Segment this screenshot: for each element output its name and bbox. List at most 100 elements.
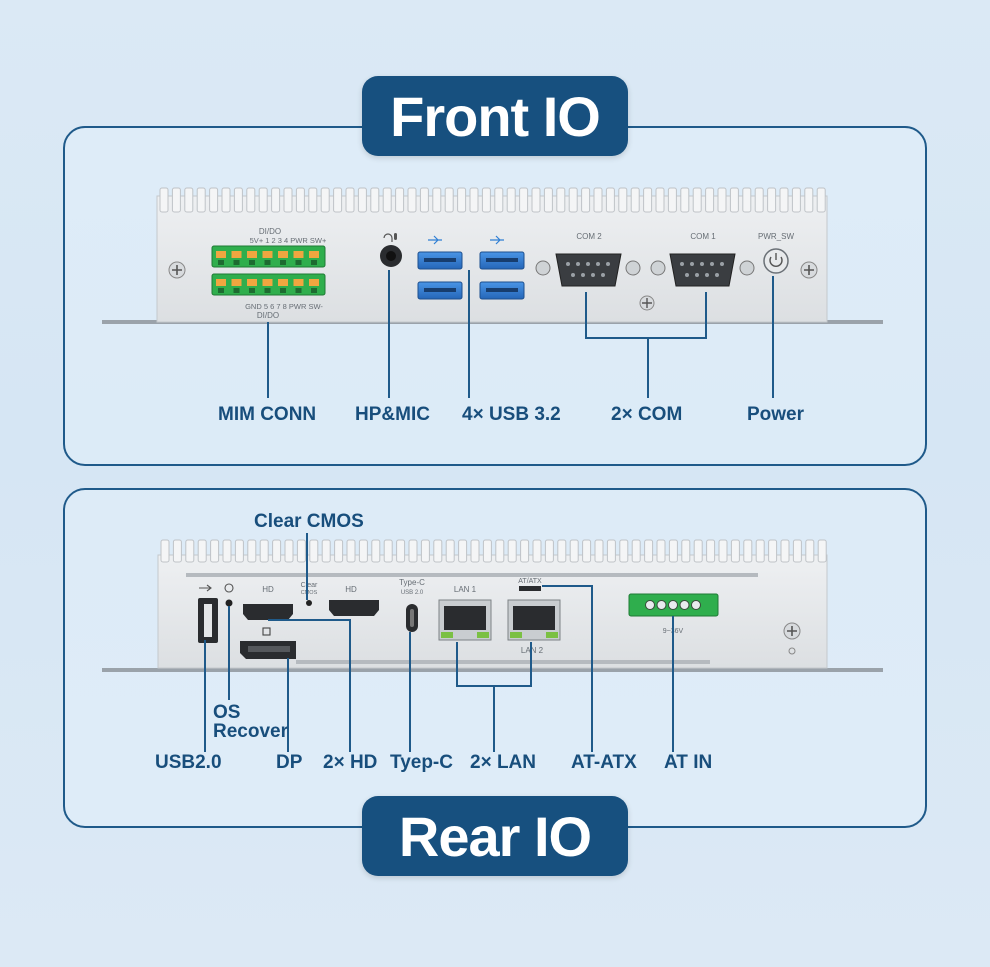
terminal-hole	[233, 288, 240, 293]
heatsink-fin	[817, 539, 827, 563]
heatsink-fin	[668, 539, 678, 563]
heatsink-fin	[532, 539, 542, 563]
terminal-pin	[262, 251, 273, 258]
terminal-hole	[280, 288, 286, 293]
heatsink-fin	[283, 187, 293, 213]
front-screw-left	[168, 261, 186, 279]
clear-cmos-button[interactable]	[306, 600, 312, 606]
com-pin	[710, 262, 714, 266]
com-pin	[586, 262, 590, 266]
typec-text: Type-C	[399, 578, 425, 587]
heatsink-fin	[792, 539, 802, 563]
power-button[interactable]	[763, 248, 789, 274]
power-terminal-pin	[691, 600, 701, 610]
heatsink-fin	[419, 187, 429, 213]
heatsink-fin	[605, 187, 615, 213]
label-mim-conn: MIM CONN	[218, 404, 317, 425]
lan1-text: LAN 1	[454, 585, 477, 594]
com-ports[interactable]	[535, 253, 755, 287]
heatsink-fin	[644, 539, 654, 563]
heatsink-fin	[656, 539, 666, 563]
lan2-text: LAN 2	[521, 646, 544, 655]
usb20-port[interactable]	[198, 598, 218, 643]
label-os-recover: OS Recover	[213, 702, 288, 742]
heatsink-fin	[334, 539, 344, 563]
heatsink-fin	[755, 539, 765, 563]
heatsink-fin	[458, 539, 468, 563]
heatsink-fin	[197, 539, 207, 563]
heatsink-fin	[730, 539, 740, 563]
rear-callout-lines	[204, 533, 674, 752]
com-pin	[596, 262, 600, 266]
label-hp-mic: HP&MIC	[355, 404, 430, 425]
power-in-terminal[interactable]	[628, 593, 719, 617]
terminal-pin	[247, 279, 257, 286]
os-recover-button[interactable]	[225, 599, 233, 607]
usb-ss-icon	[428, 235, 504, 245]
terminal-pin	[293, 251, 304, 258]
com-pin	[581, 273, 585, 277]
dido-terminal-block	[211, 245, 326, 296]
com-pin	[601, 273, 605, 277]
label-com: 2× COM	[611, 404, 683, 425]
atatx-small-text: AT/ATX	[518, 578, 542, 585]
heatsink-fin	[308, 187, 318, 213]
ground-screw	[783, 622, 801, 655]
heatsink-fin	[594, 539, 604, 563]
terminal-pin	[293, 279, 304, 286]
heatsink-fin	[210, 539, 220, 563]
heatsink-fin	[357, 187, 367, 213]
heatsink-fin	[569, 539, 579, 563]
heatsink-fin	[457, 187, 467, 213]
usb32-ports[interactable]	[417, 251, 525, 300]
heatsink-fin	[606, 539, 616, 563]
heatsink-fin	[557, 539, 567, 563]
heatsink-fin	[160, 539, 170, 563]
heatsink-fin	[692, 187, 702, 213]
rear-heatsink-fins	[160, 539, 827, 563]
heatsink-fin	[619, 539, 629, 563]
heatsink-fin	[469, 187, 479, 213]
atatx-switch[interactable]	[519, 586, 541, 591]
heatsink-fin	[717, 187, 727, 213]
terminal-pin	[278, 279, 288, 286]
terminal-hole	[295, 260, 302, 265]
heatsink-fin	[767, 187, 777, 213]
heatsink-fin	[371, 539, 381, 563]
heatsink-fin	[680, 187, 690, 213]
displayport-port[interactable]	[240, 641, 296, 659]
heatsink-fin	[159, 187, 169, 213]
heatsink-fin	[358, 539, 368, 563]
heatsink-fin	[718, 539, 728, 563]
dido-bottom-text: DI/DO	[257, 311, 279, 320]
heatsink-fin	[780, 539, 790, 563]
heatsink-fin	[258, 187, 268, 213]
heatsink-fin	[420, 539, 430, 563]
terminal-hole	[295, 288, 302, 293]
heatsink-fin	[172, 539, 182, 563]
hdmi-ports[interactable]	[243, 600, 379, 620]
label-atin: AT IN	[664, 752, 713, 773]
heatsink-fin	[519, 187, 529, 213]
com-pin	[700, 262, 704, 266]
lan-ports[interactable]	[438, 599, 561, 641]
heatsink-fin	[395, 187, 405, 213]
heatsink-fin	[383, 539, 393, 563]
heatsink-fin	[184, 187, 194, 213]
heatsink-fin	[582, 539, 592, 563]
heatsink-fin	[309, 539, 319, 563]
typec-port[interactable]	[406, 604, 418, 632]
label-power: Power	[747, 404, 805, 425]
front-io-title: Front IO	[362, 76, 628, 156]
com-pin	[680, 262, 684, 266]
power-icon	[769, 253, 783, 267]
headphone-mic-jack[interactable]	[380, 245, 402, 267]
heatsink-fin	[816, 187, 826, 213]
power-terminal-pin	[656, 600, 667, 610]
heatsink-fin	[743, 539, 753, 563]
heatsink-fin	[432, 187, 442, 213]
com-pin	[690, 262, 694, 266]
terminal-pin	[247, 251, 257, 258]
power-terminal-pin	[679, 600, 690, 610]
